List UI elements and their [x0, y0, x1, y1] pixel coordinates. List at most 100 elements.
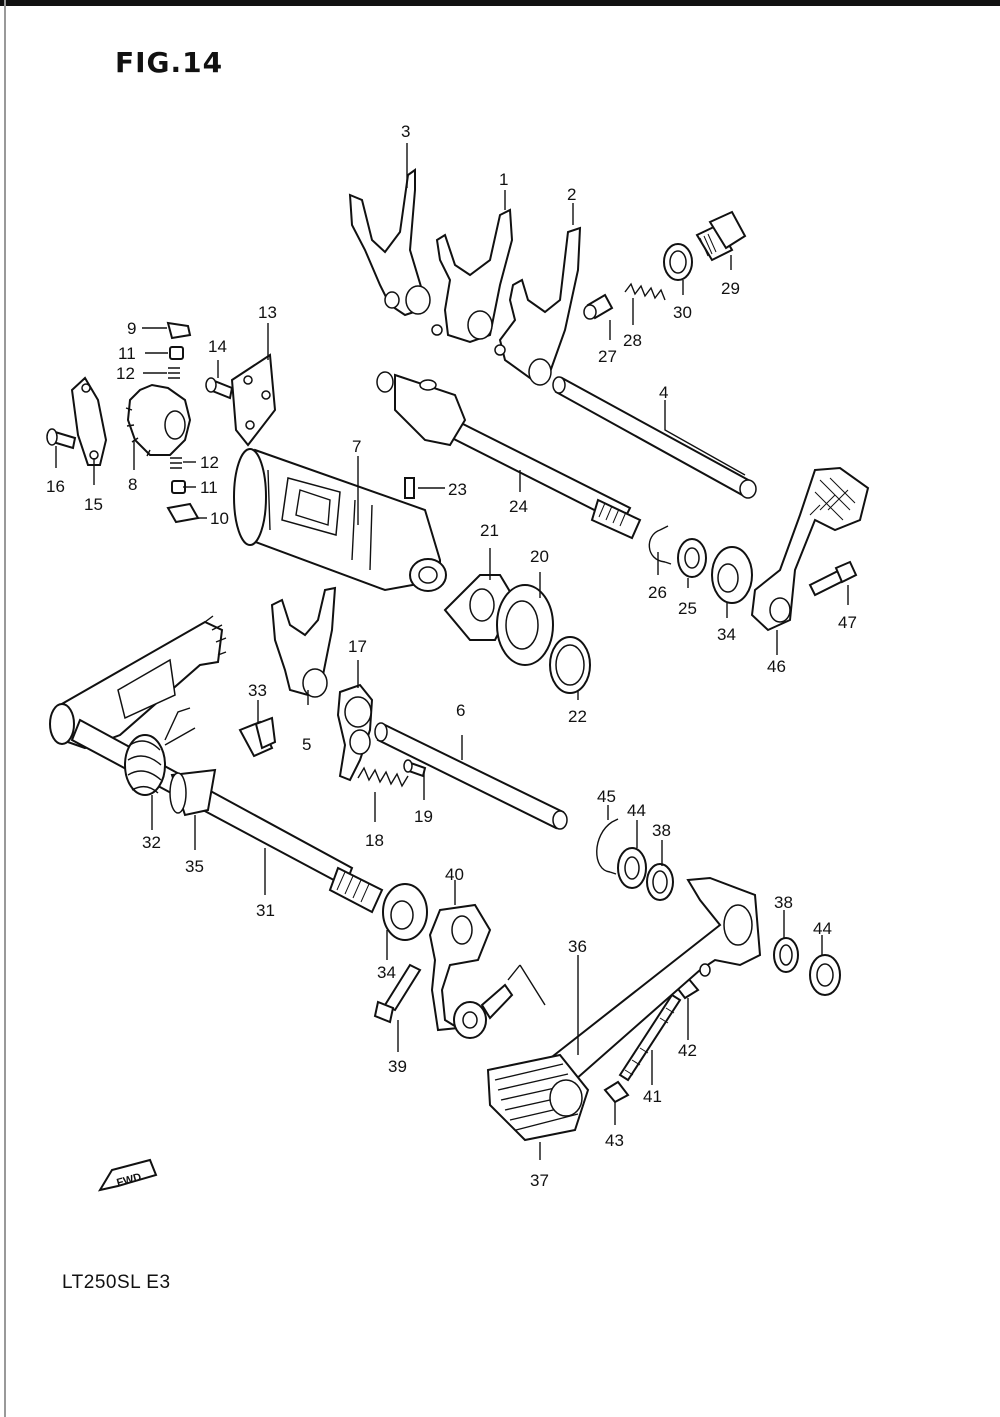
pin-11-upper: [169, 346, 184, 360]
leader-lines: [55, 143, 849, 1160]
shift-fork-1: [431, 208, 514, 344]
top-border-rule: [0, 0, 1000, 6]
plug-29: [695, 210, 747, 262]
callout-19: 19: [414, 807, 433, 826]
callout-8: 8: [128, 475, 137, 494]
callout-12-lower: 12: [200, 453, 219, 472]
screw-16: [46, 428, 77, 450]
callout-38-upper: 38: [652, 821, 671, 840]
callout-25: 25: [678, 599, 697, 618]
callout-4: 4: [659, 383, 668, 402]
callout-1: 1: [499, 170, 508, 189]
washer-25: [677, 538, 707, 578]
callout-37: 37: [530, 1171, 549, 1190]
bolt-39: [373, 963, 422, 1024]
gearshift-shaft-31: [49, 615, 384, 914]
callout-35: 35: [185, 857, 204, 876]
cam-driven-gear-8: [125, 383, 192, 457]
stopper-9: [166, 321, 192, 340]
bolt-47: [808, 560, 858, 597]
callout-2: 2: [567, 185, 576, 204]
callout-36: 36: [568, 937, 587, 956]
callout-40: 40: [445, 865, 464, 884]
washer-30: [663, 243, 693, 281]
shaft-4: [552, 376, 757, 499]
circlip-26: [648, 525, 672, 565]
shift-fork-2: [494, 226, 582, 386]
washer-44-lower: [809, 954, 841, 996]
shaft-6: [374, 722, 568, 830]
callout-44-upper: 44: [627, 801, 646, 820]
callout-28: 28: [623, 331, 642, 350]
callout-42: 42: [678, 1041, 697, 1060]
callout-11-upper: 11: [118, 344, 136, 363]
callout-13: 13: [258, 303, 277, 322]
nut-43: [603, 1080, 630, 1104]
link-rod-41: [618, 993, 682, 1082]
circlip-45: [596, 818, 619, 875]
bolt-19: [403, 759, 427, 778]
callout-12-upper: 12: [116, 364, 135, 383]
callout-33: 33: [248, 681, 267, 700]
callout-43: 43: [605, 1131, 624, 1150]
stopper-10: [166, 502, 200, 524]
bearing-34-lower: [382, 883, 428, 941]
washer-44-upper: [617, 847, 647, 889]
callout-labels: 3 1 2 4 5 6 7 8 9 10 11 11 12 12 13 14 1…: [46, 122, 857, 1190]
callout-46: 46: [767, 657, 786, 676]
model-label: LT250SL E3: [62, 1272, 171, 1293]
shift-fork-5: [270, 586, 337, 698]
lever-40: [428, 903, 492, 1032]
callout-27: 27: [598, 347, 617, 366]
callout-24: 24: [509, 497, 528, 516]
callout-34-lower: 34: [377, 963, 396, 982]
bearing-34-upper: [711, 546, 753, 604]
forward-direction-arrow: FWD: [97, 1158, 158, 1192]
shaft-24: [376, 371, 642, 540]
spring-28: [624, 282, 666, 301]
callout-29: 29: [721, 279, 740, 298]
callout-31: 31: [256, 901, 275, 920]
callout-11-lower: 11: [200, 478, 218, 497]
pin-27: [583, 293, 614, 320]
callout-23: 23: [448, 480, 467, 499]
callout-39: 39: [388, 1057, 407, 1076]
callout-16: 16: [46, 477, 65, 496]
pin-23: [404, 477, 415, 499]
callout-14: 14: [208, 337, 227, 356]
callout-47: 47: [838, 613, 857, 632]
callout-26: 26: [648, 583, 667, 602]
callout-32: 32: [142, 833, 161, 852]
washer-38-upper: [646, 863, 674, 901]
washer-22: [549, 636, 591, 694]
callout-20: 20: [530, 547, 549, 566]
washer-20: [496, 584, 554, 666]
shift-cam-drum-7: [233, 448, 447, 592]
gearshift-pedal-36: [507, 876, 762, 1082]
stopper-arm-17: [336, 683, 374, 782]
left-border-rule: [4, 0, 6, 1417]
callout-10: 10: [210, 509, 229, 528]
callout-3: 3: [401, 122, 410, 141]
gearshift-lever-46: [750, 466, 870, 632]
callout-15: 15: [84, 495, 103, 514]
spring-18: [357, 766, 409, 788]
spring-12-upper: [168, 367, 180, 379]
callout-21: 21: [480, 521, 499, 540]
callout-30: 30: [673, 303, 692, 322]
bushing-35: [169, 768, 217, 817]
callout-41: 41: [643, 1087, 662, 1106]
callout-5: 5: [302, 735, 311, 754]
screw-14: [205, 377, 234, 400]
callout-22: 22: [568, 707, 587, 726]
figure-title: FIG.14: [115, 46, 224, 79]
shift-fork-3: [348, 168, 431, 317]
washer-38-lower: [773, 937, 799, 973]
callout-9: 9: [127, 319, 136, 338]
rod-end-joint: [453, 983, 514, 1039]
pedal-rubber-37: [486, 1053, 590, 1142]
callout-45: 45: [597, 787, 616, 806]
callout-7: 7: [352, 437, 361, 456]
spring-12-lower: [170, 457, 182, 469]
